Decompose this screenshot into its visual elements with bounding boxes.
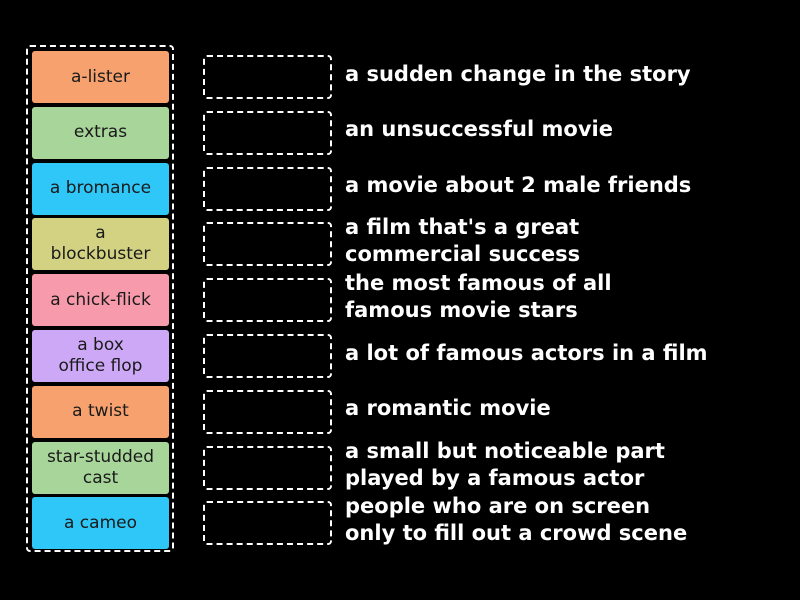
- answer-slot-1[interactable]: [203, 55, 332, 99]
- definition-3: a movie about 2 male friends: [345, 173, 692, 198]
- answer-slot-4[interactable]: [203, 222, 332, 267]
- tile-a-lister[interactable]: a-lister: [32, 51, 169, 103]
- tile-extras[interactable]: extras: [32, 106, 169, 159]
- definition-8: a small but noticeable part played by a …: [345, 438, 665, 490]
- tile-chick-flick[interactable]: a chick-flick: [32, 274, 169, 327]
- definition-7: a romantic movie: [345, 396, 551, 421]
- answer-slot-8[interactable]: [203, 445, 332, 490]
- definition-6: a lot of famous actors in a film: [345, 340, 708, 365]
- tile-bromance[interactable]: a bromance: [32, 162, 169, 215]
- answer-slot-5[interactable]: [203, 278, 332, 323]
- tile-cameo[interactable]: a cameo: [32, 497, 169, 550]
- answer-slot-2[interactable]: [203, 110, 332, 155]
- answer-slot-6[interactable]: [203, 334, 332, 378]
- tile-star-studded-cast[interactable]: star-studded cast: [32, 441, 169, 494]
- answer-slot-9[interactable]: [203, 501, 332, 546]
- definition-2: an unsuccessful movie: [345, 117, 613, 142]
- tile-bank: [26, 45, 174, 552]
- definition-1: a sudden change in the story: [345, 61, 691, 86]
- tile-blockbuster[interactable]: a blockbuster: [32, 218, 169, 271]
- tile-twist[interactable]: a twist: [32, 385, 169, 438]
- definition-9: people who are on screen only to fill ou…: [345, 494, 688, 546]
- definition-4: a film that's a great commercial success: [345, 215, 581, 267]
- tile-box-office-flop[interactable]: a box office flop: [32, 330, 169, 382]
- answer-slot-7[interactable]: [203, 389, 332, 434]
- answer-slot-3[interactable]: [203, 166, 332, 211]
- definition-5: the most famous of all famous movie star…: [345, 271, 612, 323]
